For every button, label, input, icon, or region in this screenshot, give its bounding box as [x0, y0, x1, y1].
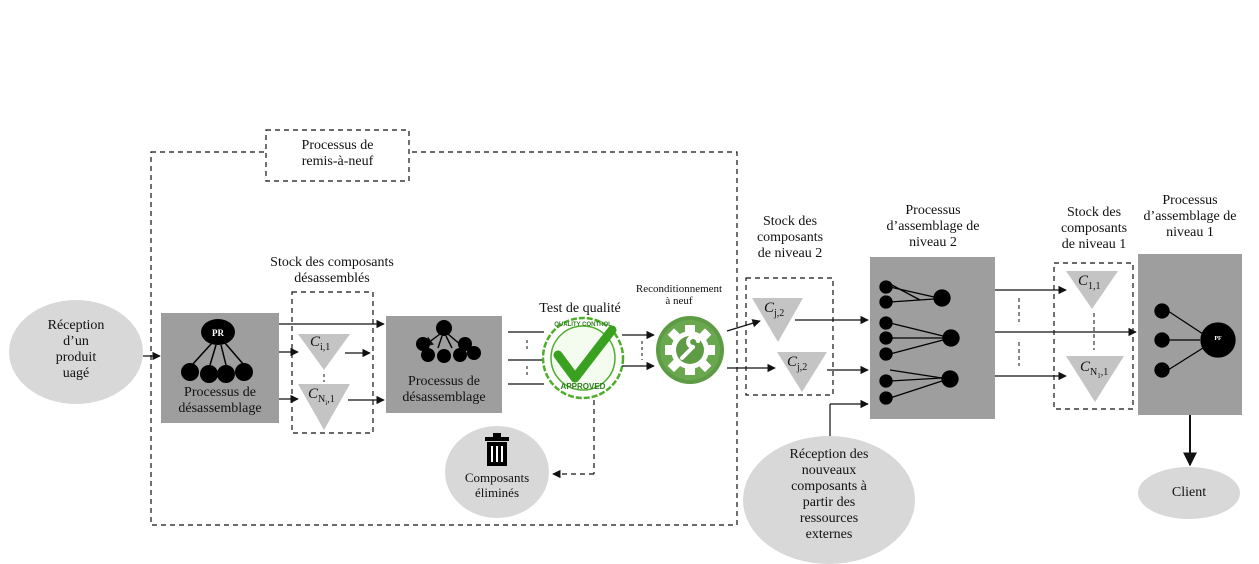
stock-n2-line1: Stock des: [762, 214, 818, 229]
stock-n2-line3: de niveau 2: [757, 246, 823, 261]
recond-label: Reconditionnement à neuf: [624, 283, 734, 307]
stock-n2-line2: composants: [756, 230, 824, 245]
reception-usage-line3: produit: [55, 350, 97, 365]
triangle-c-i1: [298, 334, 350, 370]
reception-usage-line1: Réception: [47, 318, 105, 333]
stock-desass-line2: désassemblés: [294, 271, 370, 286]
c-i1-label: Ci,1: [310, 334, 331, 353]
trash-icon: [485, 433, 509, 466]
quality-badge-bottom: APPROVED: [560, 382, 606, 391]
triangle-c-ni1: [298, 384, 350, 430]
stock-desass-box: [291, 291, 374, 434]
assemblage-n2-title: Processus d’assemblage de niveau 2: [858, 203, 1008, 251]
reception-usage-line4: uagé: [62, 366, 90, 381]
reception-usage-line2: d’un: [63, 334, 89, 349]
stock-n1-title: Stock des composants de niveau 1: [1044, 205, 1144, 253]
triangle-c-n11: [1066, 356, 1124, 402]
stock-desass-title: Stock des composants désassemblés: [252, 255, 412, 287]
proc-desass-2-line1: Processus de: [408, 374, 480, 389]
client-label: Client: [1171, 485, 1207, 500]
stock-desass-line1: Stock des composants: [270, 255, 394, 270]
remis-title-box: [265, 129, 410, 182]
assemblage-n2-line1: Processus: [905, 203, 961, 218]
stock-n1-line3: de niveau 1: [1061, 237, 1127, 252]
assemblage-n2-line3: niveau 2: [909, 235, 957, 250]
assemblage-n1-line3: niveau 1: [1166, 225, 1214, 240]
triangle-c-11: [1066, 271, 1118, 309]
proc-desass-1-label: Processus de désassemblage: [161, 385, 279, 417]
c-j2-a-label: Cj,2: [764, 300, 785, 319]
proc-desass-1-line2: désassemblage: [178, 401, 262, 416]
pr-label: PR: [212, 328, 224, 338]
assembly-n2-icon: [879, 280, 960, 405]
reception-usage-label: Réception d’un produit uagé: [20, 318, 132, 382]
assemblage-n2-line2: d’assemblage de: [886, 219, 980, 234]
c-11-label: C1,1: [1078, 273, 1101, 292]
stock-n2-title: Stock des composants de niveau 2: [740, 214, 840, 262]
reception-nouveaux-label: Réception des nouveaux composants à part…: [755, 447, 903, 543]
assemblage-n1-title: Processus d’assemblage de niveau 1: [1125, 193, 1255, 241]
proc-desass-2-line2: désassemblage: [402, 390, 486, 405]
test-qualite-label: Test de qualité: [539, 301, 621, 316]
reception-usage-ellipse: [9, 300, 143, 404]
reception-nouveaux-line6: externes: [805, 527, 853, 542]
elimines-ellipse: [445, 426, 549, 518]
triangle-c-j2-a: [752, 298, 803, 342]
remis-title-line2: remis-à-neuf: [301, 154, 374, 169]
stock-n1-line2: composants: [1060, 221, 1128, 236]
assemblage-n1-line1: Processus: [1162, 193, 1218, 208]
remis-frame: [150, 151, 738, 526]
c-n11-label: CN1,1: [1080, 359, 1109, 380]
reception-nouveaux-line4: partir des: [802, 495, 856, 510]
recond-line2: à neuf: [665, 295, 693, 307]
proc-desass-1-line1: Processus de: [184, 385, 256, 400]
reception-nouveaux-line2: nouveaux: [801, 463, 857, 478]
c-ni1-label: CNi,1: [308, 386, 335, 407]
recond-line1: Reconditionnement: [635, 283, 723, 295]
stock-n1-box: [1053, 262, 1134, 410]
reception-nouveaux-line3: composants à: [791, 479, 867, 494]
triangle-c-j2-b: [777, 352, 827, 392]
reception-nouveaux-line5: ressources: [799, 511, 859, 526]
remis-title-line1: Processus de: [301, 138, 374, 153]
pf-label: PF: [1214, 336, 1222, 342]
quality-badge-top: QUALITY CONTROL: [554, 322, 612, 328]
tree-icon-2: [416, 320, 481, 363]
assemblage-n1-line2: d’assemblage de: [1143, 209, 1237, 224]
c-j2-b-label: Cj,2: [787, 354, 808, 373]
elimines-line2: éliminés: [474, 485, 520, 500]
stock-n1-line1: Stock des: [1066, 205, 1122, 220]
elimines-line1: Composants: [464, 470, 530, 485]
reception-nouveaux-line1: Réception des: [789, 447, 869, 462]
assembly-n1-icon: [1154, 303, 1236, 378]
stock-n2-box: [745, 277, 834, 396]
pr-tree-icon: [181, 319, 253, 383]
quality-control-badge: [541, 316, 625, 400]
remis-title: Processus de remis-à-neuf: [266, 138, 409, 170]
elimines-label: Composants éliminés: [447, 470, 547, 500]
client-ellipse: [1138, 467, 1240, 519]
proc-desass-2-label: Processus de désassemblage: [386, 374, 502, 406]
reception-nouveaux-ellipse: [743, 436, 915, 564]
gear-icon: [656, 316, 724, 384]
